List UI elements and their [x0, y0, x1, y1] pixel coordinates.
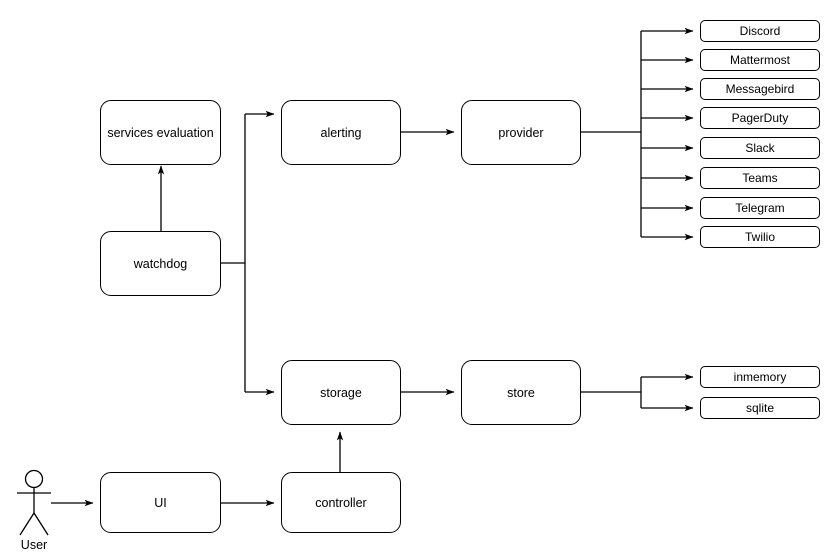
node-alerting[interactable]: alerting	[281, 100, 401, 165]
node-watchdog[interactable]: watchdog	[100, 231, 221, 296]
node-provider-slack[interactable]: Slack	[700, 137, 820, 159]
node-provider[interactable]: provider	[461, 100, 581, 165]
node-storage[interactable]: storage	[281, 360, 401, 425]
node-provider-messagebird[interactable]: Messagebird	[700, 78, 820, 100]
node-provider-mattermost[interactable]: Mattermost	[700, 49, 820, 71]
stick-figure-icon	[17, 469, 51, 536]
node-controller[interactable]: controller	[281, 472, 401, 533]
node-ui[interactable]: UI	[100, 472, 221, 533]
node-provider-telegram[interactable]: Telegram	[700, 197, 820, 219]
node-store-sqlite[interactable]: sqlite	[700, 397, 820, 419]
node-provider-pagerduty[interactable]: PagerDuty	[700, 107, 820, 129]
user-actor-label: User	[20, 538, 48, 552]
node-provider-discord[interactable]: Discord	[700, 20, 820, 42]
node-store[interactable]: store	[461, 360, 581, 425]
node-services-evaluation[interactable]: services evaluation	[100, 100, 221, 165]
node-store-inmemory[interactable]: inmemory	[700, 366, 820, 388]
node-provider-twilio[interactable]: Twilio	[700, 226, 820, 248]
node-provider-teams[interactable]: Teams	[700, 167, 820, 189]
